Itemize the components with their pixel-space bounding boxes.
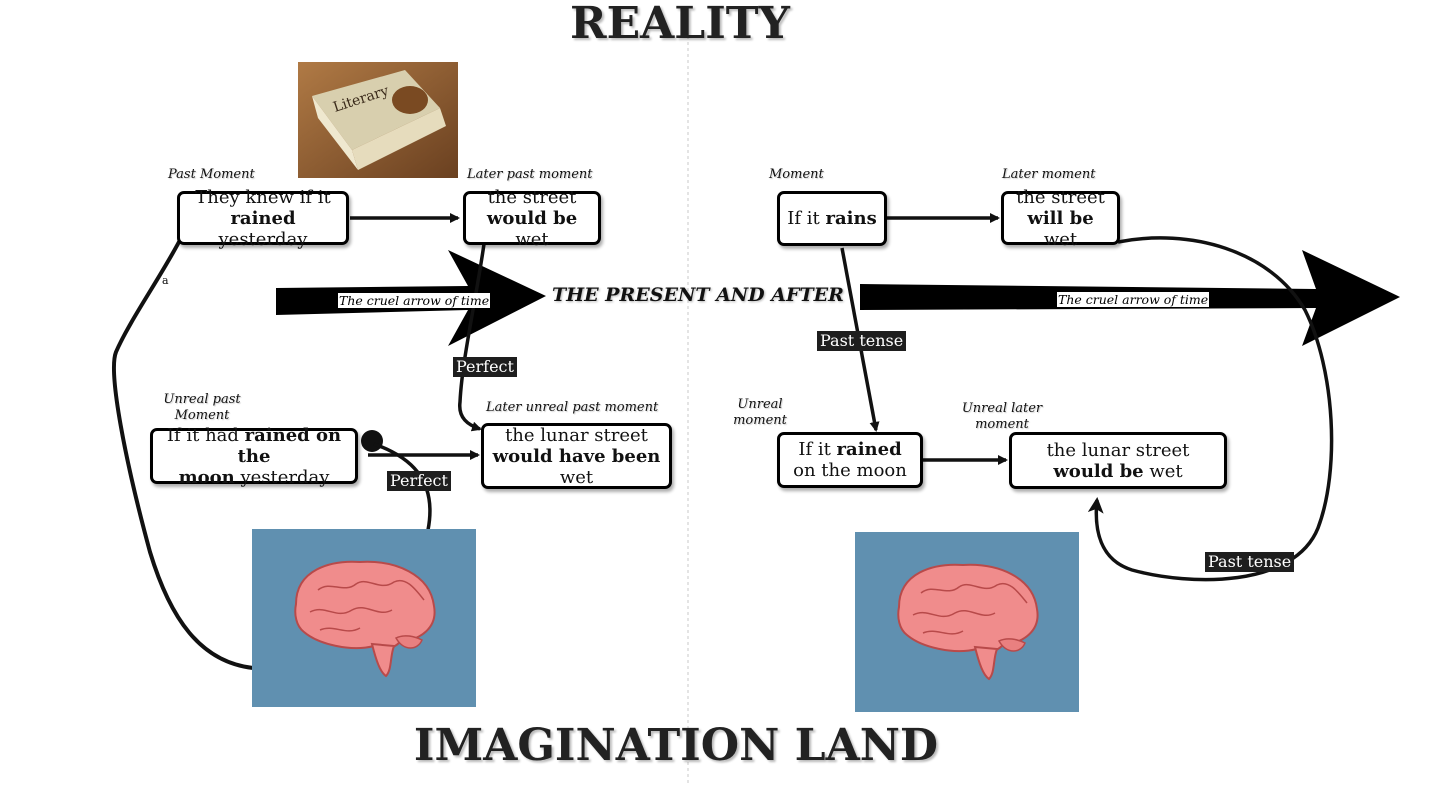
right-arrow-label: The cruel arrow of time (1057, 292, 1210, 307)
node-past-line1: They knew if it (195, 186, 331, 208)
node-unreal-past-rest: yesterday (234, 466, 330, 488)
caption-unreal-later-line1: Unreal later (961, 401, 1043, 416)
tiny-mark: a (162, 274, 169, 287)
node-later-unreal-line3: wet (559, 466, 594, 488)
node-moment-pre: If it (787, 208, 826, 229)
tag-past-tense-1: Past tense (817, 331, 907, 351)
node-later-moment: the street will be wet (1001, 187, 1120, 250)
caption-moment: Moment (769, 167, 824, 182)
node-unreal-past-bold1: rained on the (237, 424, 342, 467)
caption-later-moment: Later moment (1002, 167, 1096, 182)
node-later-past-bold: would be (486, 207, 578, 229)
title-reality: REALITY (570, 0, 790, 49)
caption-unreal-moment-line2: moment (733, 413, 787, 428)
node-past-rest: yesterday (218, 228, 308, 250)
caption-unreal-later-moment: Unreal later moment (960, 401, 1044, 433)
brain-image-left (252, 529, 476, 707)
left-arrow-label: The cruel arrow of time (338, 293, 491, 308)
caption-unreal-past-line2: Moment (174, 408, 230, 423)
node-unreal-past-bold2: moon (178, 466, 235, 488)
node-later-bold: will be (1027, 207, 1094, 229)
caption-unreal-moment-line1: Unreal (737, 397, 783, 412)
caption-unreal-past-moment: Unreal past Moment (150, 392, 254, 424)
caption-later-past-moment: Later past moment (467, 167, 593, 182)
node-later-unreal-past-moment: the lunar street would have been wet (481, 423, 672, 489)
node-unreal-later-line1: the lunar street (1046, 439, 1190, 461)
node-moment-bold: rains (825, 208, 877, 229)
brain-image-right (855, 532, 1079, 712)
connector-later-to-unreal (458, 243, 486, 432)
node-moment: If it rains (777, 191, 887, 246)
node-later-rest: wet (1043, 228, 1078, 250)
caption-later-unreal-past-moment: Later unreal past moment (486, 400, 659, 415)
caption-unreal-later-line2: moment (975, 417, 1029, 432)
title-imagination-land: IMAGINATION LAND (413, 720, 939, 771)
node-later-unreal-line1: the lunar street (505, 424, 648, 446)
book-image: Literary (298, 62, 458, 178)
node-unreal-later-moment: the lunar street would be wet (1009, 432, 1227, 489)
node-unreal-later-rest: wet (1143, 460, 1183, 482)
center-label-present-after: THE PRESENT AND AFTER (552, 284, 844, 306)
node-later-unreal-bold: would have been (492, 445, 661, 467)
node-past-moment: They knew if it rained yesterday (177, 187, 349, 250)
tag-past-tense-2: Past tense (1205, 552, 1295, 572)
node-later-line1: the street (1016, 186, 1105, 208)
node-unreal-pre: If it (798, 439, 837, 460)
node-unreal-past-moment: If it had rained on the moon yesterday (150, 424, 358, 488)
connector-dot (361, 430, 383, 452)
caption-unreal-past-line1: Unreal past (163, 392, 241, 407)
node-unreal-bold: rained (836, 439, 902, 460)
node-later-past-rest: wet (515, 228, 549, 250)
node-later-past-moment: the street would be wet (463, 187, 601, 250)
tag-perfect-2: Perfect (387, 471, 451, 491)
tag-perfect-1: Perfect (453, 357, 517, 377)
node-unreal-past-pre: If it had (166, 424, 245, 446)
caption-unreal-moment: Unreal moment (730, 397, 790, 429)
connector-right-big-loop (1087, 236, 1334, 582)
connector-left-long-loop (112, 239, 254, 670)
node-past-bold: rained (230, 207, 296, 229)
node-unreal-line2: on the moon (793, 460, 907, 481)
caption-past-moment: Past Moment (168, 167, 255, 182)
node-unreal-later-bold: would be (1053, 460, 1144, 482)
node-unreal-moment: If it rained on the moon (777, 432, 923, 488)
node-later-past-line1: the street (487, 186, 577, 208)
